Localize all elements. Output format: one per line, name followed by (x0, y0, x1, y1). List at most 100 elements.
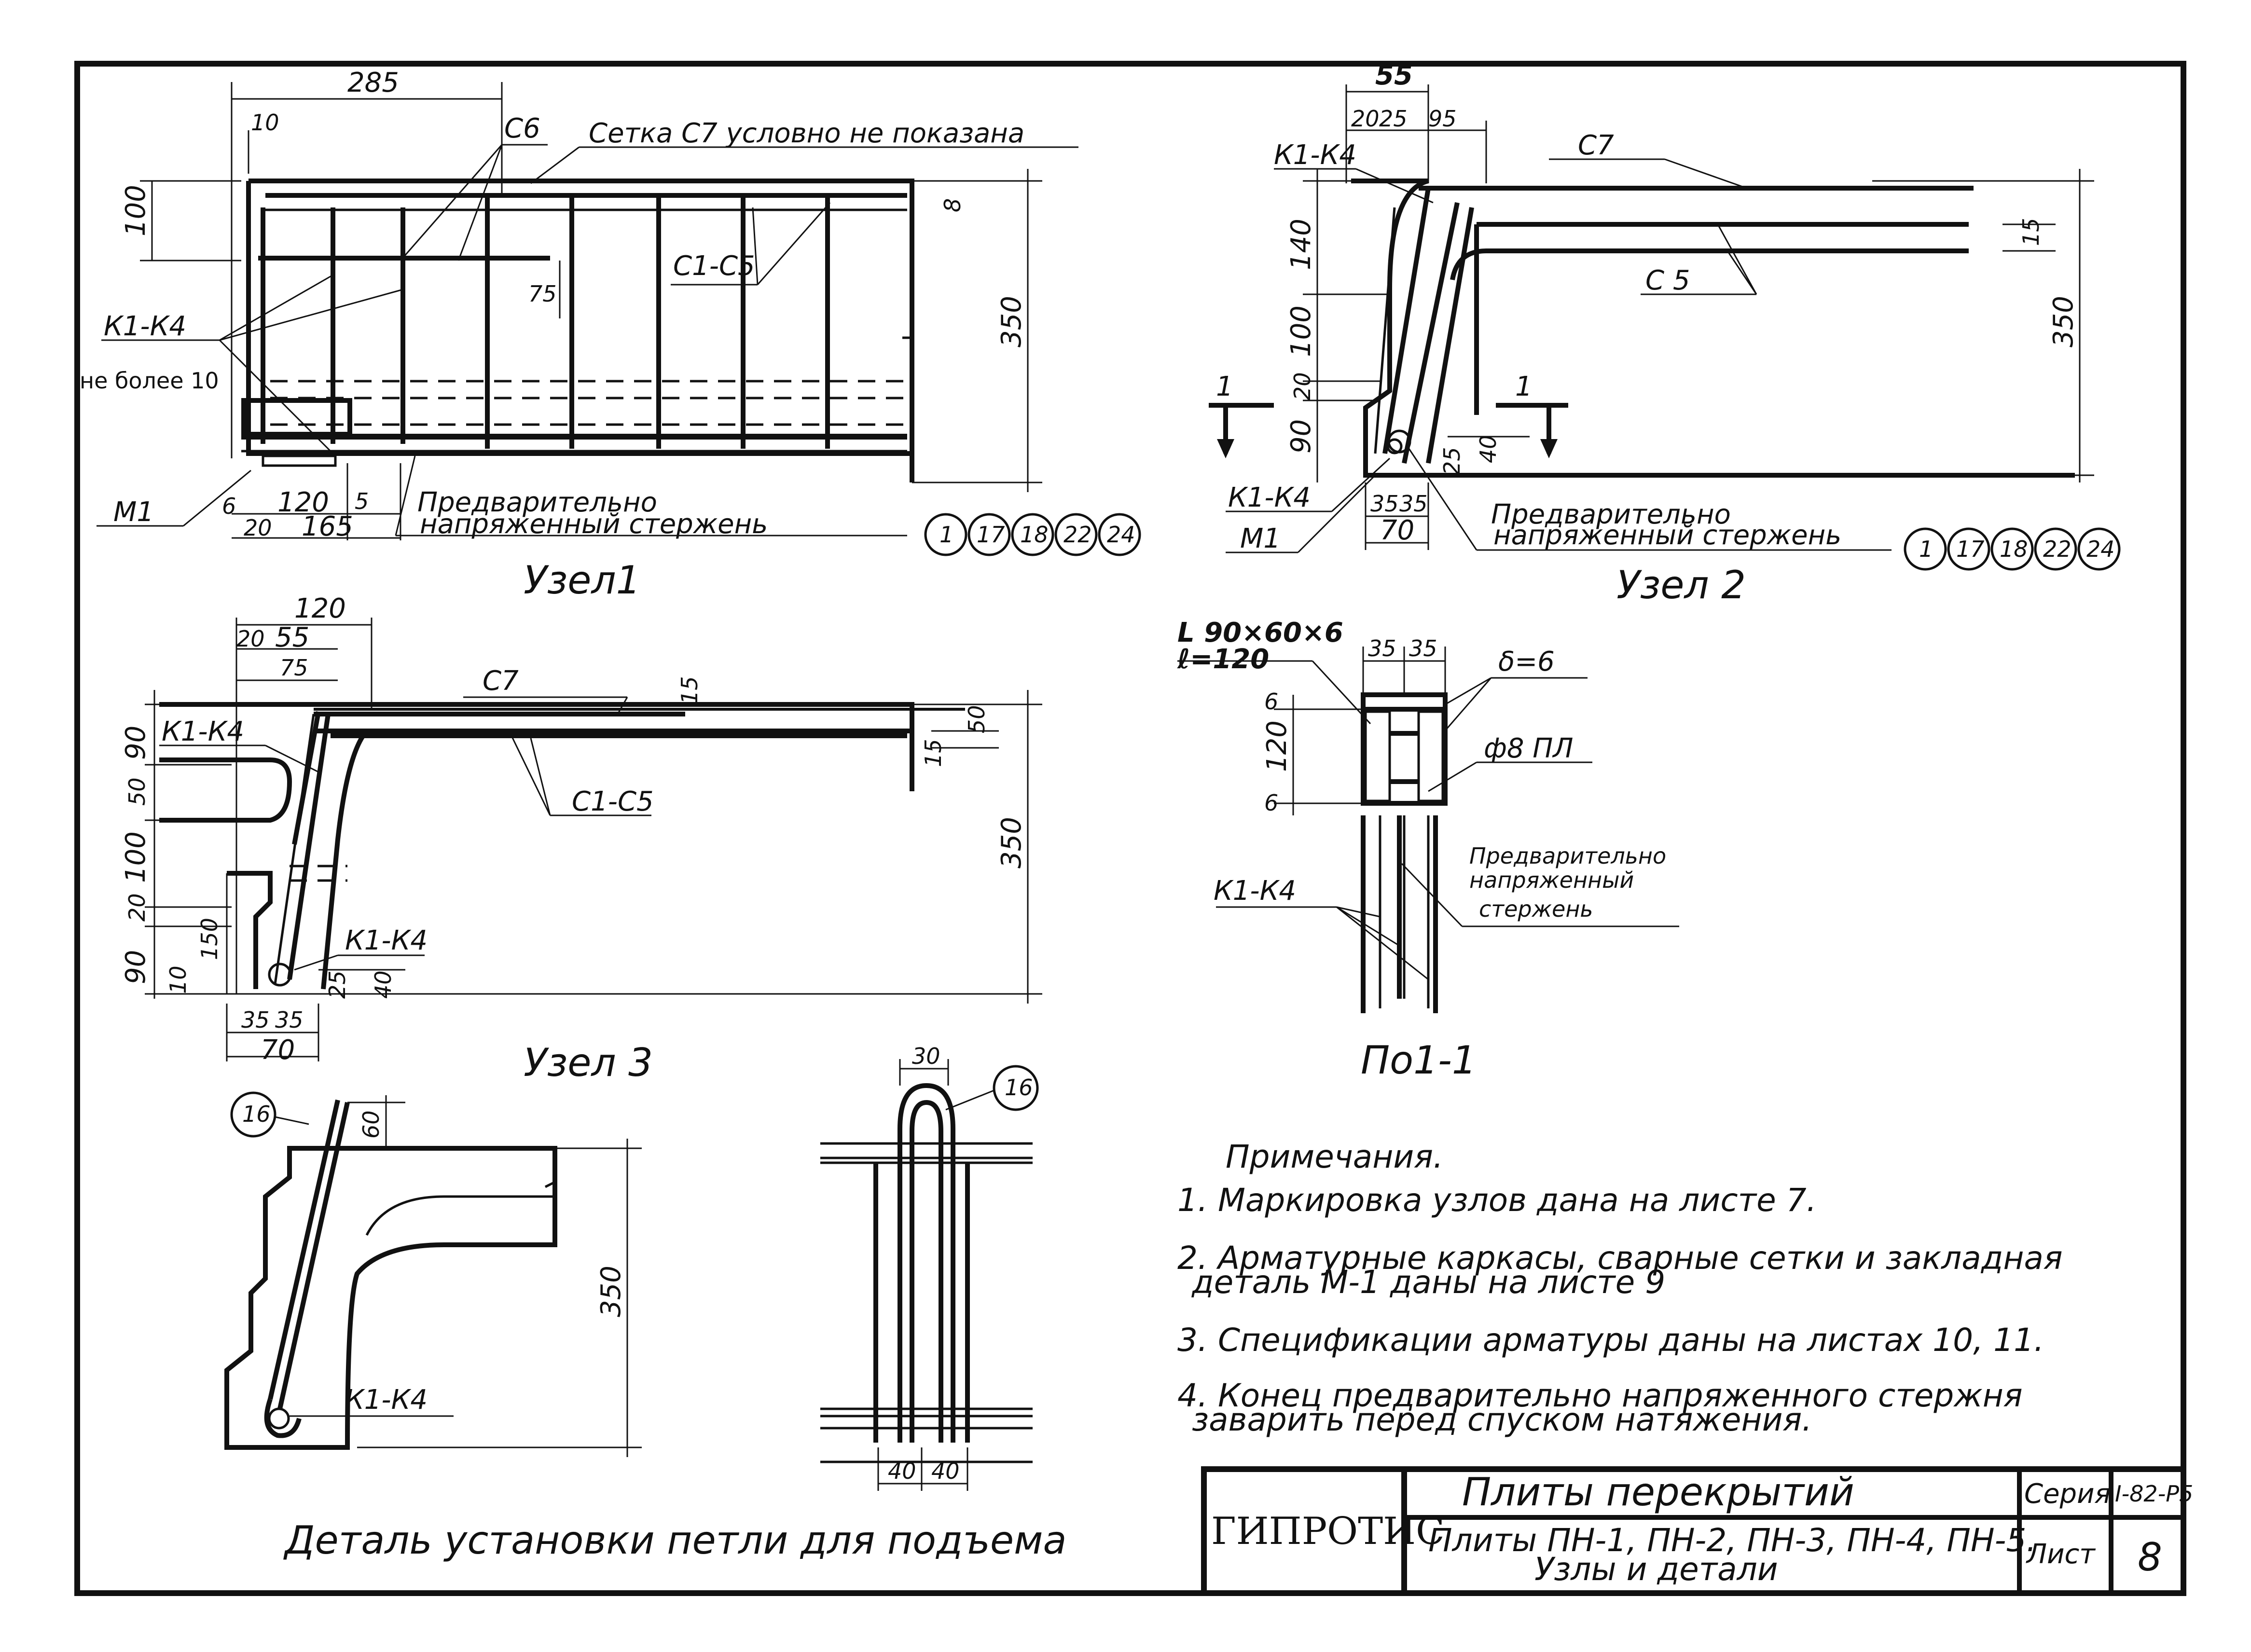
node3-dim-35a: 35 (241, 1007, 270, 1033)
node2-dim-25: 25 (1379, 106, 1408, 132)
section-label-rod2: напряженный (1469, 867, 1634, 893)
lift-dim-40a: 40 (888, 1458, 916, 1484)
node1-dim-120: 120 (277, 487, 329, 518)
section-label-angle1: L 90×60×6 (1177, 617, 1343, 648)
node3-dim-50b: 50 (964, 705, 990, 733)
node3-dim-90b: 90 (120, 950, 152, 984)
node3-title: Узел 3 (524, 1040, 653, 1085)
node3-dim-25: 25 (324, 970, 350, 999)
node3-dim-120: 120 (294, 593, 346, 624)
node2-dim-20: 20 (1351, 106, 1380, 132)
node1-label-mesh: Сетка С7 условно не показана (589, 118, 1024, 149)
lift-dim-40b: 40 (931, 1458, 960, 1484)
node2-dim-70: 70 (1380, 515, 1414, 546)
section-dim-35b: 35 (1409, 635, 1437, 661)
section-label-rod1: Предварительно (1469, 843, 1666, 869)
section-label-plate: δ=6 (1498, 646, 1555, 677)
node3-label-c7: С7 (483, 665, 519, 697)
lift-dim-30: 30 (912, 1043, 940, 1069)
node2-dim-40: 40 (1475, 435, 1501, 463)
title-line-2: Плиты ПН-1, ПН-2, ПН-3, ПН-4, ПН-5. (1428, 1522, 2036, 1559)
sheet-label: Лист (2026, 1539, 2096, 1570)
node1-dim-165: 165 (302, 511, 353, 542)
note-2a: 2. Арматурные каркасы, сварные сетки и з… (1177, 1239, 2063, 1277)
node2-label-rod1: Предварительно (1491, 499, 1731, 530)
node2-dim-20b: 20 (1289, 372, 1315, 400)
node2-sheet-24: 24 (2086, 536, 2115, 562)
node3-dim-15b: 15 (920, 739, 946, 767)
section-title: По1-1 (1361, 1038, 1477, 1083)
node1-dim-20: 20 (244, 515, 272, 541)
node3-dim-10: 10 (165, 965, 191, 994)
lift-label-k1k4: К1-К4 (345, 1384, 428, 1416)
section-label-angle2: ℓ=120 (1177, 644, 1269, 675)
lift-loop-a: 16 (242, 1101, 271, 1127)
note-4b: заварить перед спуском натяжения. (1192, 1401, 1812, 1438)
node2-label-k1k4-bot: К1-К4 (1228, 482, 1311, 513)
node1-label-k1k4: К1-К4 (104, 311, 186, 342)
node2-dim-350: 350 (2048, 296, 2079, 347)
section-label-bar: ф8 ПЛ (1484, 733, 1574, 764)
title-block: ГИПРОТИС Плиты перекрытий Плиты ПН-1, ПН… (1201, 1466, 2193, 1596)
lift-dim-350: 350 (595, 1266, 627, 1317)
node1-dim-6: 6 (222, 493, 236, 519)
node2-sheet-1: 1 (1919, 536, 1933, 562)
note-2b: деталь М-1 даны на листе 9 (1191, 1264, 1665, 1301)
node2-dim-100: 100 (1285, 305, 1317, 357)
node1-dim-350: 350 (996, 296, 1027, 347)
section-dim-120: 120 (1261, 720, 1293, 772)
node2-sheet-18: 18 (2000, 536, 2028, 562)
node1-label-c1c5: С1-С5 (673, 250, 755, 282)
section-dim-6b: 6 (1264, 790, 1278, 816)
node2-dim-35b: 35 (1399, 491, 1428, 517)
section-dim-35a: 35 (1368, 635, 1396, 661)
node-3-drawing: 120 20 55 75 90 50 100 20 90 10 150 15 5… (120, 593, 1042, 1085)
node1-sheet-22: 22 (1063, 522, 1092, 548)
node3-dim-20: 20 (236, 626, 265, 652)
node2-label-k1k4-top: К1-К4 (1274, 139, 1356, 171)
node3-dim-150: 150 (196, 918, 222, 960)
node1-note-max10: не более 10 (80, 368, 219, 394)
node3-dim-20b: 20 (124, 893, 150, 922)
node1-sheet-17: 17 (977, 522, 1005, 548)
node1-label-rod2: напряженный стержень (420, 509, 768, 540)
node2-sheet-17: 17 (1956, 536, 1985, 562)
node3-dim-35b: 35 (275, 1007, 304, 1033)
node3-dim-90a: 90 (120, 726, 152, 760)
title-line-1: Плиты перекрытий (1462, 1470, 1854, 1514)
title-org: ГИПРОТИС (1211, 1510, 1445, 1553)
node2-label-c5: С 5 (1645, 265, 1690, 296)
node3-dim-70: 70 (261, 1034, 295, 1066)
section-label-k1k4: К1-К4 (1214, 875, 1296, 907)
node3-dim-75: 75 (280, 655, 308, 681)
node3-label-c1c5: С1-С5 (572, 786, 654, 817)
sheet-value: 8 (2138, 1535, 2162, 1580)
node2-label-c7: С7 (1578, 130, 1614, 161)
node1-sheet-24: 24 (1107, 522, 1135, 548)
node2-title: Узел 2 (1616, 563, 1746, 607)
lift-loop-b: 16 (1005, 1074, 1033, 1101)
notes: Примечания. 1. Маркировка узлов дана на … (1177, 1138, 2063, 1438)
section-1-1-drawing: 35 35 6 120 6 L 90×60×6 ℓ=120 δ=6 ф8 ПЛ … (1177, 617, 1679, 1083)
series-value: I-82-Р5 (2115, 1481, 2193, 1507)
node3-dim-40: 40 (370, 970, 396, 999)
node2-cut-left: 1 (1216, 371, 1233, 402)
title-line-3: Узлы и детали (1534, 1551, 1778, 1588)
node1-dim-5: 5 (355, 488, 369, 514)
node2-label-rod2: напряженный стержень (1493, 520, 1841, 551)
lift-dim-60: 60 (358, 1110, 384, 1139)
node3-dim-15: 15 (677, 676, 703, 704)
node2-dim-95: 95 (1428, 106, 1457, 132)
node2-dim-35a: 35 (1370, 491, 1399, 517)
node1-dim-100: 100 (120, 185, 152, 236)
note-3: 3. Спецификации арматуры даны на листах … (1177, 1322, 2044, 1359)
node-2-drawing: 55 20 25 95 140 100 20 90 15 350 35 35 7… (1209, 60, 2121, 607)
node2-dim-90: 90 (1285, 419, 1317, 454)
lift-title: Деталь установки петли для подъема (283, 1518, 1067, 1563)
node1-dim-10: 10 (251, 110, 279, 136)
node1-dim-285: 285 (347, 67, 399, 98)
node2-label-m1: М1 (1240, 523, 1281, 554)
node2-cut-right: 1 (1515, 371, 1533, 402)
node-1-drawing: 285 10 100 350 75 8 120 6 5 20 165 не бо… (80, 67, 1141, 603)
node1-label-c6: С6 (504, 113, 540, 144)
